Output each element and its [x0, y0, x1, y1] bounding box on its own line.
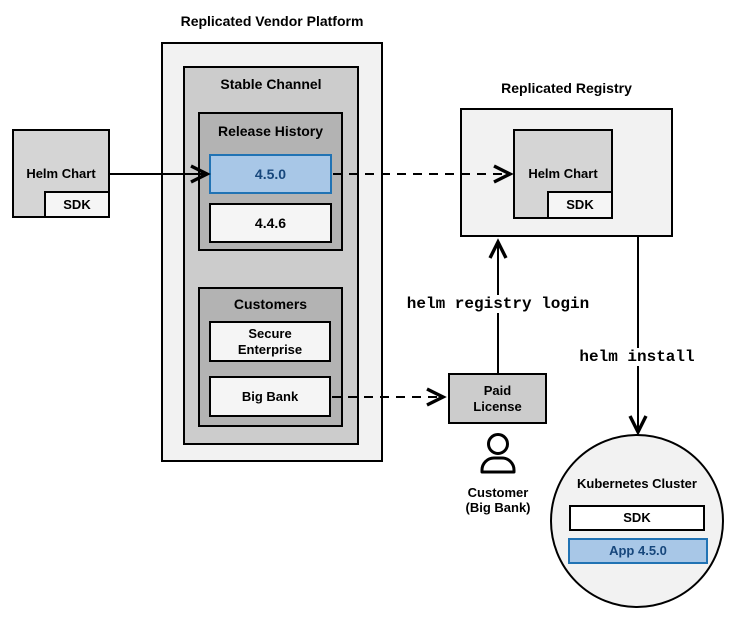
customer-caption: Customer (Big Bank)	[448, 485, 548, 515]
customer-secure-enterprise-label: Secure Enterprise	[237, 325, 303, 357]
release-history-label: Release History	[217, 123, 324, 139]
cluster-app-box: App 4.5.0	[568, 538, 708, 564]
registry-sdk-label: SDK	[566, 197, 594, 212]
source-sdk-label: SDK	[63, 196, 91, 212]
vendor-platform-title: Replicated Vendor Platform	[180, 13, 364, 29]
registry-title: Replicated Registry	[501, 80, 632, 96]
paid-license-box: Paid License	[448, 373, 547, 424]
cluster-sdk-box: SDK	[569, 505, 705, 531]
customers-label: Customers	[233, 296, 308, 312]
cmd-helm-install: helm install	[574, 348, 700, 366]
paid-license-label: Paid License	[473, 382, 522, 414]
customer-big-bank-label: Big Bank	[241, 388, 299, 404]
registry-helm-chart-label: Helm Chart	[528, 166, 598, 181]
customer-secure-enterprise: Secure Enterprise	[209, 321, 331, 362]
cluster-sdk-label: SDK	[623, 510, 651, 525]
stable-channel-label: Stable Channel	[220, 76, 322, 92]
cmd-helm-registry-login: helm registry login	[401, 295, 595, 313]
customer-person-icon	[480, 433, 516, 474]
cluster-app-label: App 4.5.0	[609, 543, 667, 558]
customer-big-bank: Big Bank	[209, 376, 331, 417]
kubernetes-cluster-title: Kubernetes Cluster	[577, 476, 697, 491]
source-sdk-box: SDK	[44, 191, 110, 218]
registry-sdk-box: SDK	[547, 191, 613, 219]
release-version-4-5-0: 4.5.0	[209, 154, 332, 194]
customer-caption-org: (Big Bank)	[465, 500, 531, 515]
source-helm-chart-label: Helm Chart	[26, 165, 96, 181]
kubernetes-cluster-circle: Kubernetes Cluster SDK App 4.5.0	[550, 434, 724, 608]
customer-caption-name: Customer	[467, 485, 529, 500]
release-version-4-4-6: 4.4.6	[209, 203, 332, 243]
